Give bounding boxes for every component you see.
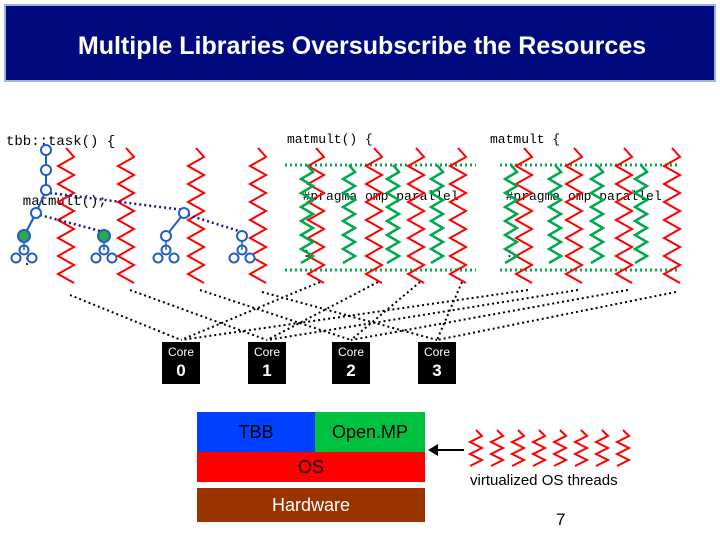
task-node: [17, 229, 31, 243]
legend-os-thread: [509, 429, 527, 467]
core-number: 3: [432, 361, 442, 380]
os-thread: [55, 147, 77, 284]
os-thread: [185, 147, 207, 284]
task-node: [30, 207, 42, 219]
task-leaf-node: [10, 252, 22, 264]
openmp-thread: [298, 164, 316, 265]
task-node: [178, 207, 190, 219]
os-thread: [563, 147, 585, 284]
thread-core-mapping: [436, 291, 677, 341]
os-threads: [55, 147, 683, 284]
legend-arrow-head: [428, 444, 438, 456]
thread-core-mapping: [266, 289, 579, 341]
thread-core-mapping: [350, 281, 421, 341]
legend-os-thread: [614, 429, 632, 467]
core-1: Core 1: [248, 342, 286, 384]
task-leaf-node: [90, 252, 102, 264]
core-2: Core 2: [332, 342, 370, 384]
task-leaf-node: [152, 252, 164, 264]
legend-os-thread: [530, 429, 548, 467]
task-leaf-node: [26, 252, 38, 264]
os-thread: [661, 147, 683, 284]
os-thread: [247, 147, 269, 284]
code-line: :: [490, 246, 514, 261]
task-node: [40, 184, 52, 196]
task-leaf-node: [228, 252, 240, 264]
legend-os-thread: [467, 429, 485, 467]
thread-core-mapping: [199, 289, 352, 341]
task-node: [236, 230, 248, 242]
slide-title: Multiple Libraries Oversubscribe the Res…: [77, 32, 647, 60]
core-0: Core 0: [162, 342, 200, 384]
code-line: :: [22, 254, 32, 270]
openmp-thread: [546, 164, 564, 265]
os-thread: [305, 147, 327, 284]
task-steal-arrow: [39, 213, 105, 234]
thread-core-mapping: [350, 289, 629, 341]
core-3: Core 3: [418, 342, 456, 384]
core-number: 1: [262, 361, 272, 380]
thread-core-mapping: [180, 289, 529, 341]
core-label: Core: [167, 345, 194, 359]
openmp-thread: [384, 164, 402, 265]
openmp-thread: [502, 164, 520, 265]
legend-os-thread: [551, 429, 569, 467]
openmp-layer: Open.MP: [315, 412, 425, 452]
core-label: Core: [423, 345, 450, 359]
hardware-layer: Hardware: [197, 488, 425, 522]
os-thread: [513, 147, 535, 284]
os-layer: OS: [197, 452, 425, 482]
os-thread: [115, 147, 137, 284]
openmp-thread: [340, 164, 358, 265]
openmp-thread: [588, 164, 606, 265]
openmp-thread: [632, 164, 650, 265]
task-node: [97, 229, 111, 243]
task-node: [40, 164, 52, 176]
core-label: Core: [337, 345, 364, 359]
task-node: [40, 144, 52, 156]
thread-to-core-mappings: [69, 281, 677, 341]
thread-core-mapping: [180, 281, 321, 341]
legend-os-thread: [488, 429, 506, 467]
os-thread: [447, 147, 469, 284]
code-line: matmult {: [490, 132, 561, 147]
tbb-task-tree: [10, 144, 256, 264]
os-thread: [613, 147, 635, 284]
core-number: 2: [346, 361, 356, 380]
legend-threads: [428, 429, 632, 467]
tbb-layer: TBB: [197, 412, 315, 452]
page-number: 7: [556, 510, 566, 529]
code-line: matmult() {: [287, 132, 373, 147]
openmp-thread: [428, 164, 446, 265]
code-line: tbb::task() {: [6, 134, 116, 150]
legend-os-thread: [572, 429, 590, 467]
title-bar: Multiple Libraries Oversubscribe the Res…: [4, 4, 716, 82]
core-number: 0: [176, 361, 186, 380]
task-leaf-node: [106, 252, 118, 264]
os-thread: [363, 147, 385, 284]
task-leaf-node: [244, 252, 256, 264]
legend-os-thread: [593, 429, 611, 467]
task-leaf-node: [168, 252, 180, 264]
core-label: Core: [253, 345, 280, 359]
task-node: [160, 230, 172, 242]
thread-core-mapping: [266, 281, 379, 341]
os-thread: [405, 147, 427, 284]
legend-caption: virtualized OS threads: [470, 472, 618, 489]
